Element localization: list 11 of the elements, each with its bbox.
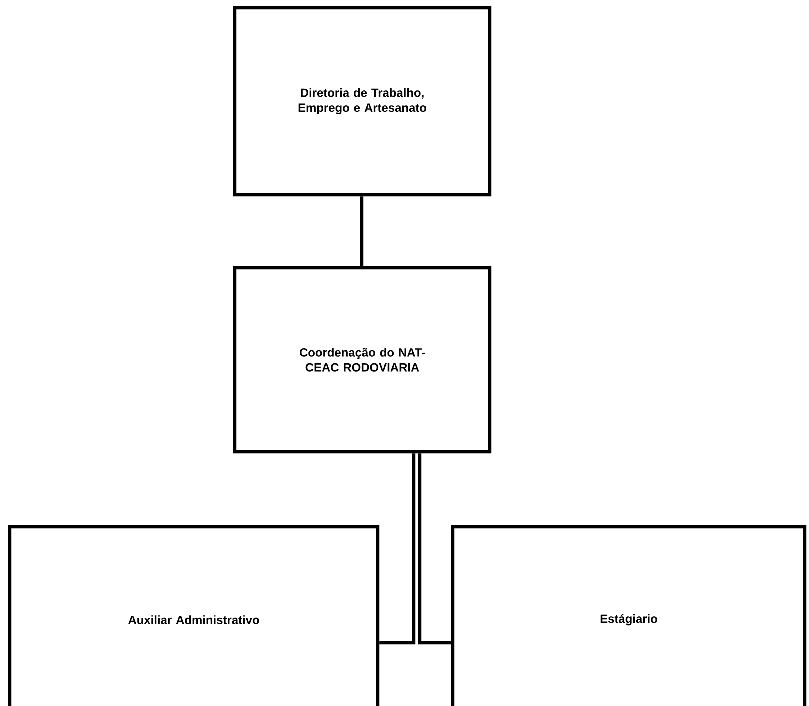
connector-line [360, 196, 364, 266]
box-label: Diretoria de Trabalho, Emprego e Artesanato [298, 88, 426, 115]
box-label: Estágiario [600, 614, 658, 626]
box-label: Coordenação do NAT-CEAC RODOVIARIA [300, 348, 426, 372]
org-box [233, 6, 492, 197]
box-label: Auxiliar Administrativo [128, 616, 260, 624]
org-box [8, 525, 380, 706]
connector-line [418, 454, 452, 645]
connector-line [380, 454, 416, 645]
org-box [451, 525, 807, 706]
org-box [233, 266, 492, 454]
